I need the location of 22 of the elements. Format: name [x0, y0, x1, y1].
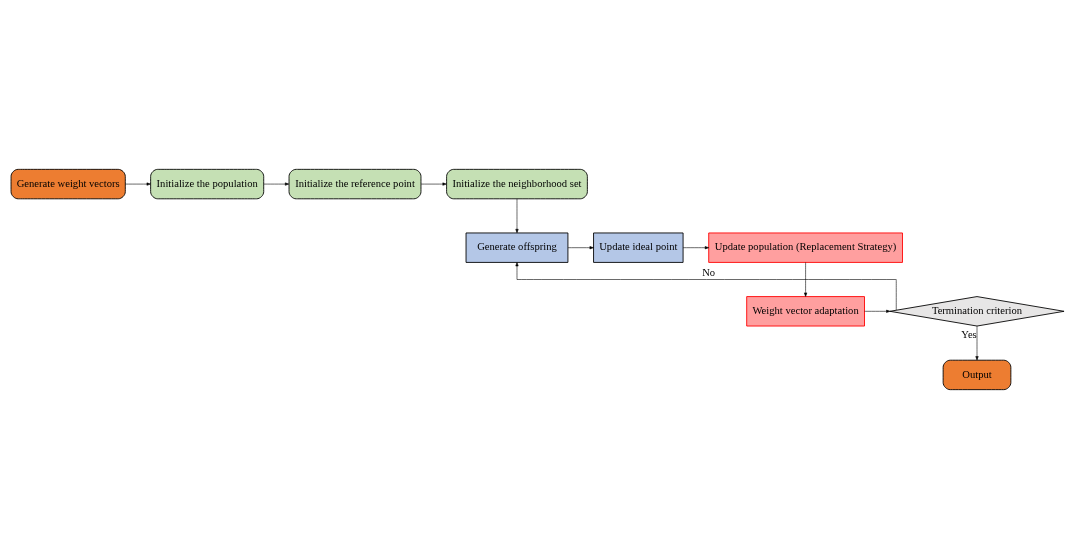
arrow — [515, 261, 897, 310]
arrow — [420, 182, 447, 186]
node-box: Initialize the reference point — [288, 168, 422, 199]
arrow — [125, 182, 151, 186]
node-box: Update population (Replacement Strategy) — [708, 232, 903, 263]
edge-label: Yes — [961, 328, 977, 340]
edge-label: No — [702, 266, 716, 278]
arrow — [682, 245, 709, 249]
arrow — [804, 261, 808, 297]
node-box: Initialize the population — [150, 168, 265, 199]
node-box: Generate weight vectors — [10, 168, 126, 199]
node-box: Output — [942, 359, 1012, 390]
node-box: Initialize the neighborhood set — [446, 168, 588, 199]
arrow — [975, 325, 979, 360]
arrow — [864, 309, 891, 313]
node-diamond: Termination criterion — [889, 295, 1065, 326]
node-box: Update ideal point — [593, 232, 684, 263]
node-box: Generate offspring — [465, 232, 569, 263]
node-box: Weight vector adaptation — [746, 295, 865, 326]
arrow — [515, 198, 519, 233]
arrow — [263, 182, 290, 186]
arrow — [567, 245, 594, 249]
